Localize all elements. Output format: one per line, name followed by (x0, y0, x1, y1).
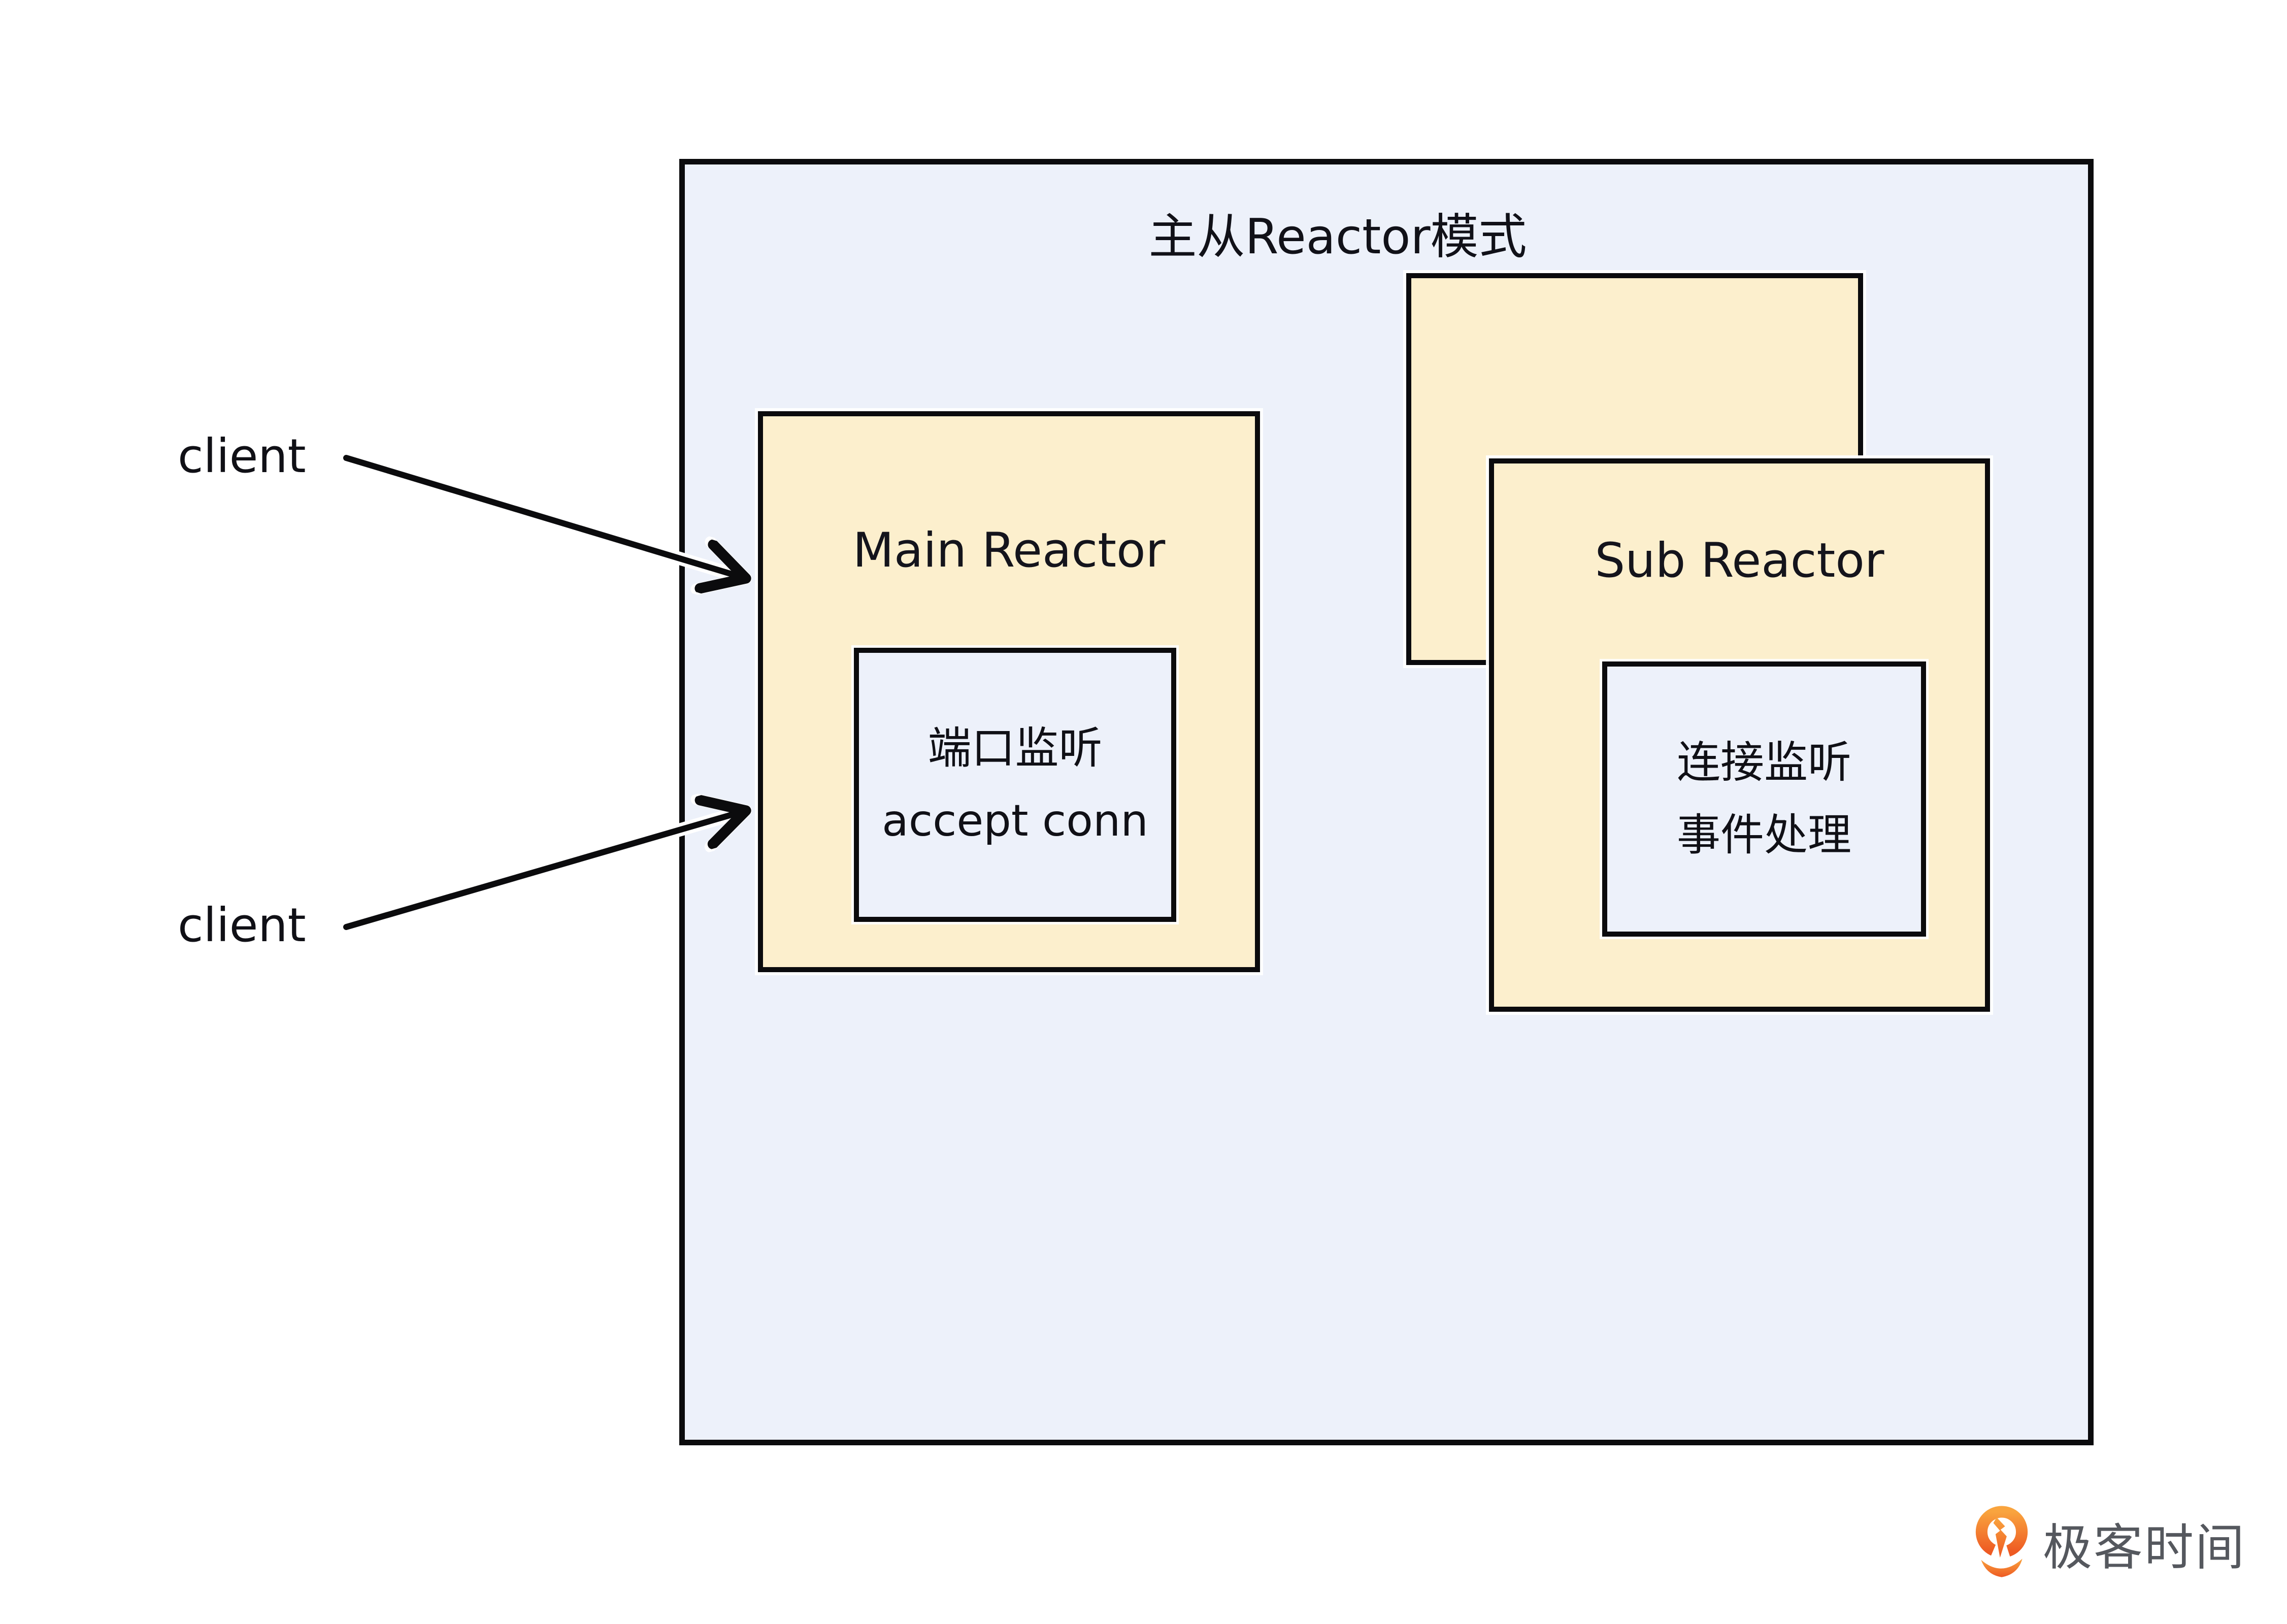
geektime-logo: 极客时间 (1974, 1504, 2246, 1587)
port-listen-box: 端口监听 accept conn (854, 648, 1176, 922)
port-listen-line2: accept conn (882, 796, 1148, 846)
conn-listen-line2: 事件处理 (1677, 810, 1851, 860)
conn-listen-box: 连接监听 事件处理 (1602, 661, 1926, 937)
conn-listen-line1: 连接监听 (1677, 737, 1851, 788)
client-label-top: client (178, 429, 306, 483)
reactor-panel: 主从Reactor模式 Main Reactor 端口监听 accept con… (679, 159, 2094, 1445)
diagram-title: 主从Reactor模式 (1148, 209, 1527, 265)
main-reactor-label: Main Reactor (852, 523, 1166, 578)
port-listen-line1: 端口监听 (927, 723, 1103, 774)
geektime-pin-icon (1975, 1506, 2028, 1577)
client-label-bottom: client (178, 898, 306, 952)
sub-reactor-label: Sub Reactor (1595, 533, 1884, 588)
main-reactor-box: Main Reactor 端口监听 accept conn (758, 411, 1260, 972)
geektime-logo-text: 极客时间 (2043, 1519, 2246, 1576)
sub-reactor-box: Sub Reactor 连接监听 事件处理 (1489, 458, 1990, 1012)
